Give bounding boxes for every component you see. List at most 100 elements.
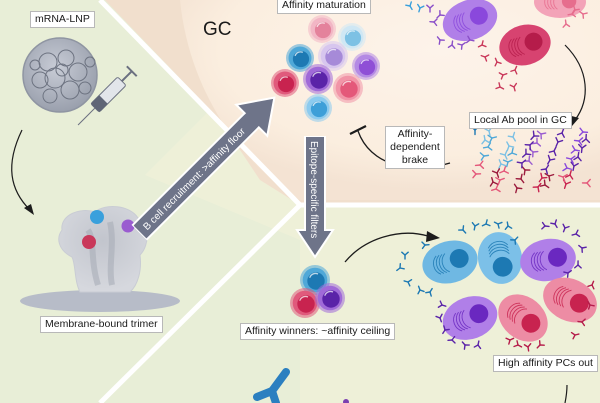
antibody-icon	[565, 155, 576, 164]
antibody-icon	[516, 159, 527, 169]
antibody-icon	[567, 9, 577, 18]
high-affinity-plasma-cells	[396, 219, 597, 352]
antibody-icon	[437, 300, 447, 308]
antibody-icon	[479, 152, 490, 161]
antibody-icon	[556, 128, 565, 138]
brake-bar-icon	[349, 125, 367, 135]
winner-b-cell	[290, 288, 320, 318]
mrna-lnp-particle-icon	[22, 37, 98, 113]
gc-b-cell	[352, 52, 380, 80]
antibody-icon	[540, 164, 550, 175]
high-affinity-pcs-label: High affinity PCs out	[493, 355, 598, 372]
local-antibody-pool	[470, 126, 591, 194]
output-plasma-cell	[422, 240, 478, 284]
arrow-winners-to-pcs	[344, 232, 429, 263]
arrow-lnp-to-trimer	[11, 129, 31, 211]
antibody-icon	[426, 4, 434, 13]
antibody-icon	[491, 168, 501, 178]
antibody-icon	[587, 300, 595, 310]
gc-b-cell	[303, 64, 333, 94]
gc-b-cell	[304, 94, 332, 122]
arrow-out-bottom	[564, 384, 568, 403]
antibody-icon	[513, 183, 523, 194]
antibody-icon	[505, 337, 515, 345]
antibody-icon	[562, 19, 571, 28]
antibody-icon	[495, 82, 505, 90]
antibody-icon	[507, 147, 518, 156]
antibody-icon	[587, 280, 595, 290]
antibody-icon	[499, 165, 510, 174]
antibody-icon	[547, 154, 556, 165]
antibody-icon	[421, 241, 430, 250]
antibody-icon	[401, 251, 409, 260]
antibody-icon	[571, 229, 581, 238]
antibody-icon	[570, 331, 580, 340]
antibody-icon	[510, 236, 519, 245]
output-plasma-cell	[520, 238, 576, 282]
antibody-icon	[523, 343, 532, 352]
antibody-icon	[506, 141, 515, 152]
antibody-icon	[562, 223, 570, 233]
antibody-icon	[521, 148, 532, 158]
antibody-icon	[489, 176, 499, 187]
antibody-icon	[447, 335, 456, 344]
gc-region-title: GC	[203, 19, 232, 40]
affinity-brake-label: Affinity-dependent brake	[385, 126, 445, 169]
antibody-icon	[581, 133, 591, 144]
antibody-icon	[544, 172, 555, 182]
antibody-icon	[490, 183, 501, 193]
affinity-winners-cluster	[290, 265, 345, 318]
arrowhead-icon	[24, 204, 34, 215]
epitope-filters-label: Epitope-specific filters	[308, 141, 319, 238]
antibody-icon	[480, 54, 490, 62]
gc-b-cell	[271, 69, 299, 97]
output-plasma-cell	[543, 277, 597, 323]
antibody-icon	[481, 134, 490, 145]
antibody-icon	[425, 287, 433, 297]
large-antibody-icon	[253, 368, 290, 403]
antibody-icon	[570, 161, 579, 172]
antibody-icon	[538, 172, 548, 183]
antibody-icon	[539, 179, 550, 189]
purple-dot-icon	[343, 399, 349, 403]
antibody-icon	[487, 134, 498, 143]
membrane-trimer-label: Membrane-bound trimer	[40, 316, 163, 333]
antibody-icon	[465, 35, 475, 44]
germinal-center-region	[180, 0, 600, 200]
antibody-icon	[573, 151, 582, 162]
antibody-icon	[578, 127, 589, 137]
mrna-lnp-label: mRNA-LNP	[30, 11, 95, 28]
antibody-icon	[474, 160, 485, 170]
antibody-icon	[578, 244, 587, 253]
antibody-icon	[472, 169, 482, 179]
syringe-icon	[77, 65, 138, 126]
winner-b-cell	[315, 283, 345, 313]
antibody-icon	[541, 221, 550, 230]
arrowhead-icon	[426, 231, 440, 242]
antibody-icon	[510, 65, 518, 75]
antibody-icon	[482, 142, 493, 151]
output-plasma-cell	[477, 232, 523, 284]
antibody-icon	[550, 219, 558, 229]
antibody-icon	[507, 131, 517, 142]
affinity-maturation-label: Affinity maturation	[277, 0, 371, 14]
affinity-winners-label: Affinity winners: ~affinity ceiling	[240, 323, 396, 340]
antibody-icon	[502, 159, 513, 168]
arrow-pcs-to-ab-pool	[564, 44, 586, 121]
antibody-icon	[530, 130, 540, 141]
antibody-icon	[509, 82, 518, 92]
separator-diagonal-top	[98, 0, 302, 207]
antibody-icon	[521, 165, 531, 176]
antibody-icon	[403, 278, 413, 287]
antibody-icon	[498, 159, 507, 169]
membrane-bound-trimer-icon	[20, 206, 180, 312]
antibody-icon	[574, 260, 582, 269]
output-plasma-cell	[498, 294, 548, 342]
antibody-icon	[457, 42, 466, 50]
gc-b-cell	[338, 23, 366, 51]
purple-epitope	[121, 219, 135, 233]
gc-b-cell	[318, 41, 348, 71]
antibody-icon	[417, 285, 425, 295]
antibody-icon	[570, 145, 581, 154]
antibody-icon	[573, 137, 584, 146]
